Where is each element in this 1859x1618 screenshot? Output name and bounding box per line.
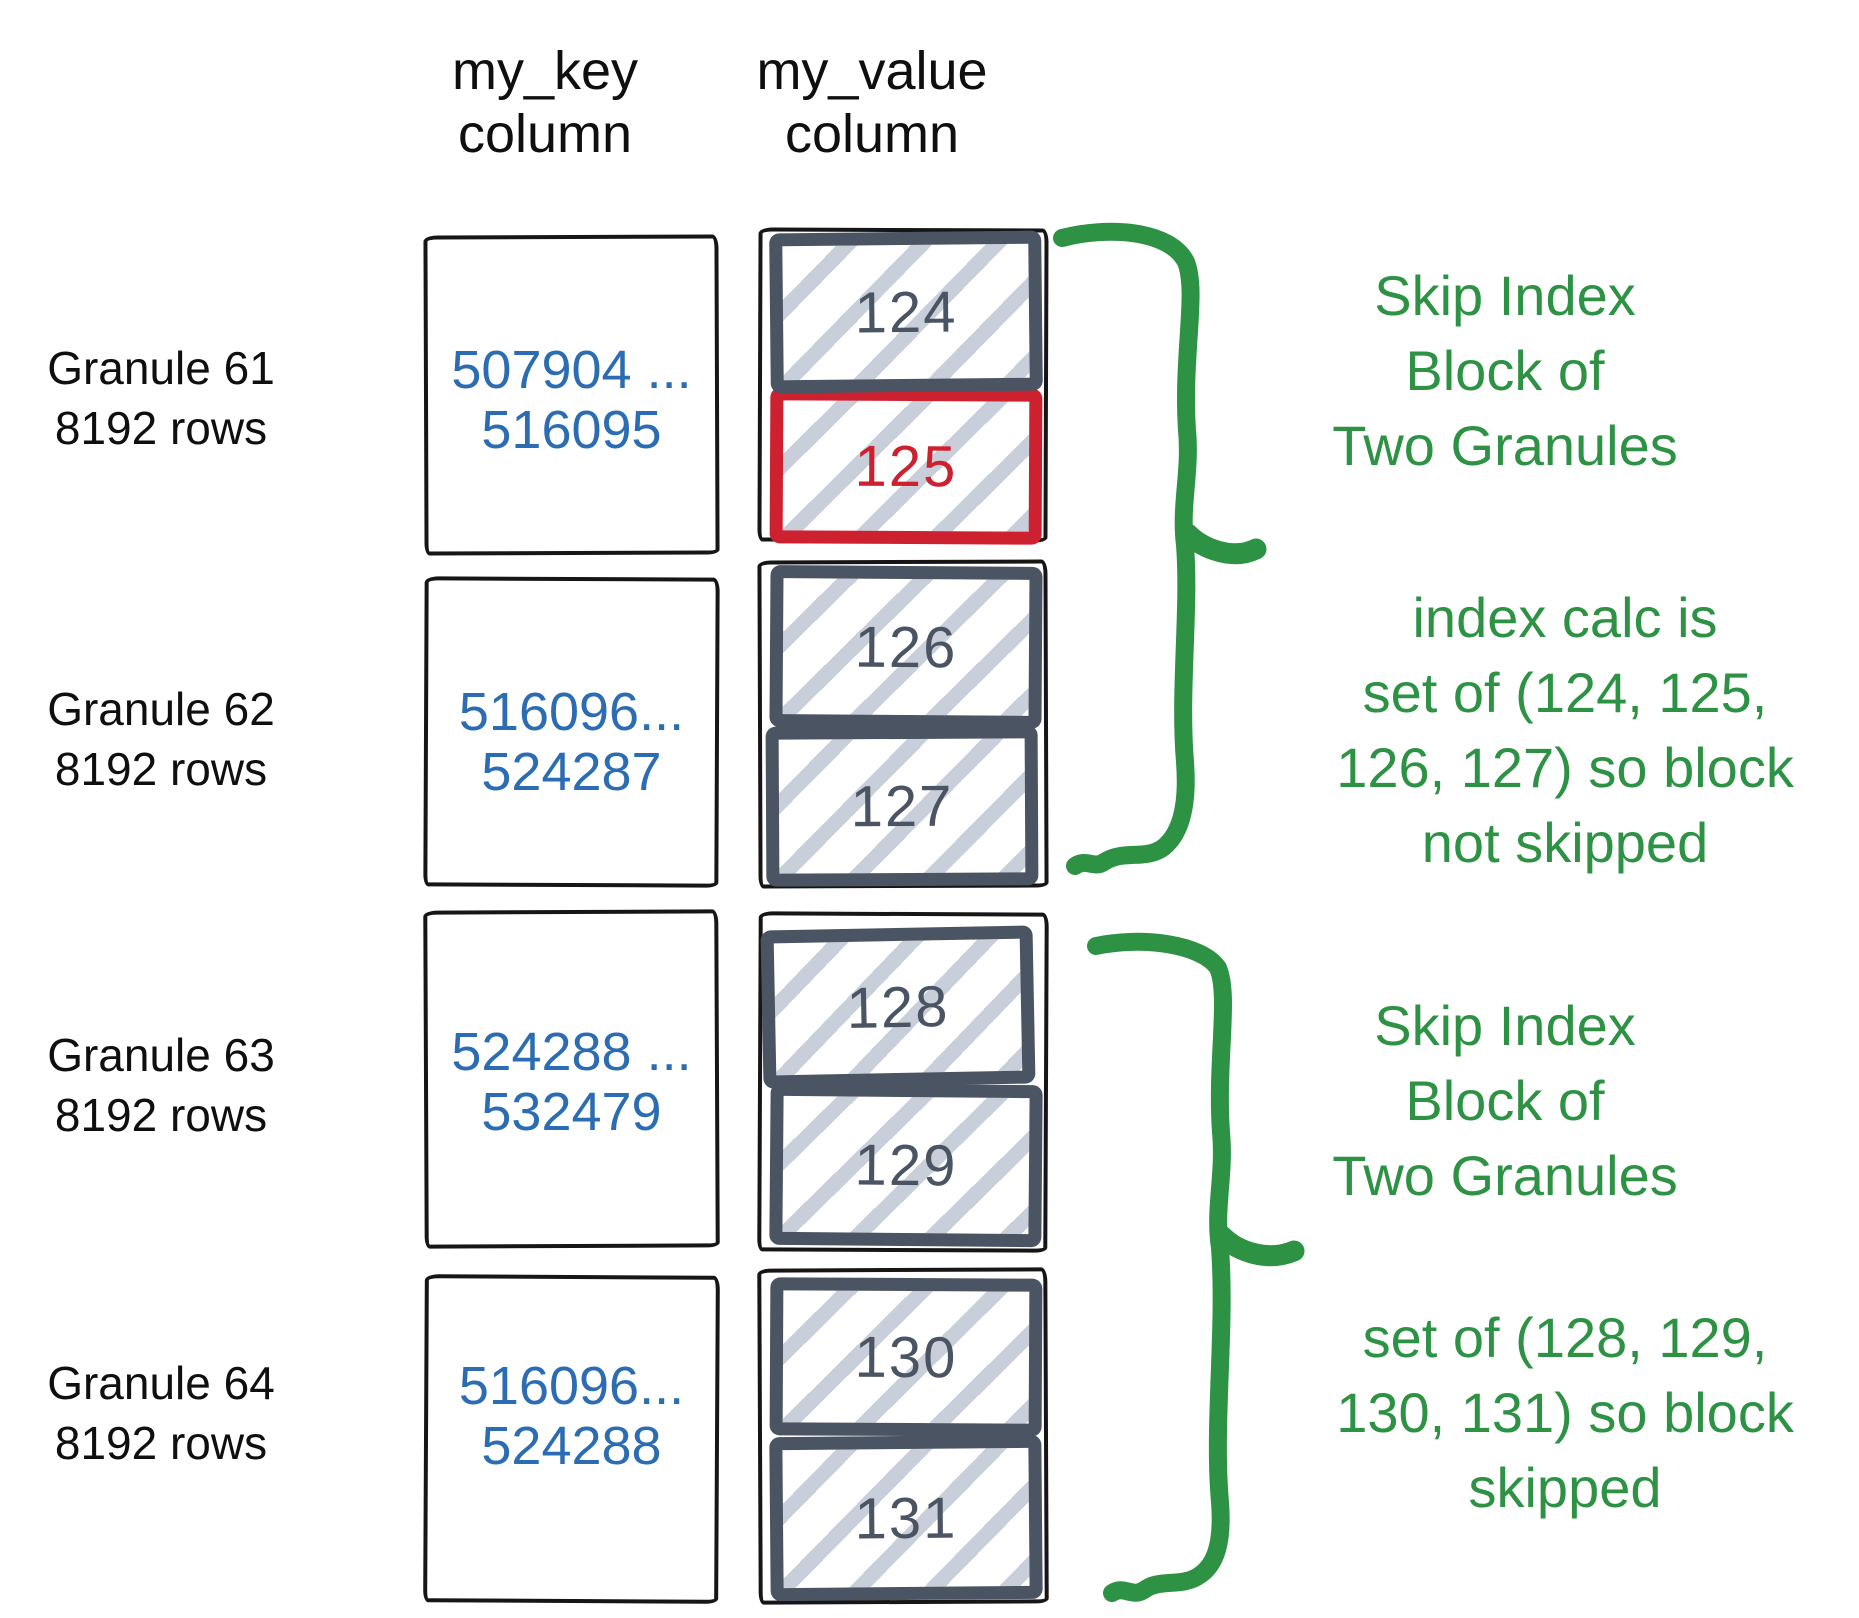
key-range-max: 524287 [481, 742, 662, 802]
annotation-line: skipped [1468, 1456, 1662, 1519]
key-column-header: my_key column [385, 40, 705, 166]
value-cell-number: 126 [854, 614, 958, 680]
annotation-line: Skip Index [1374, 264, 1636, 327]
value-block-127: 127 [765, 725, 1039, 887]
value-cell-number: 128 [845, 973, 951, 1041]
annotation-set-skipped: set of (128, 129, 130, 131) so block ski… [1215, 1300, 1859, 1525]
annotation-line: Two Granules [1332, 1144, 1678, 1207]
annotation-line: Skip Index [1374, 994, 1636, 1057]
annotation-line: 126, 127) so block [1336, 736, 1794, 799]
key-column-header-line2: column [457, 104, 633, 164]
key-column-header-line1: my_key [451, 41, 639, 101]
granule-63-rows: 8192 rows [54, 1089, 268, 1141]
value-block-124: 124 [769, 230, 1043, 394]
granule-64-label: Granule 64 8192 rows [18, 1353, 304, 1473]
value-block-130: 130 [769, 1277, 1043, 1437]
value-cell-number: 124 [854, 278, 958, 346]
granule-64-name: Granule 64 [47, 1357, 275, 1409]
granule-61-rows: 8192 rows [54, 402, 268, 454]
value-column-header-line1: my_value [756, 41, 988, 101]
skip-block-brace-bottom-pointer [1211, 1225, 1305, 1267]
key-range-granule-64: 516096... 524288 [424, 1356, 719, 1476]
granule-63-label: Granule 63 8192 rows [18, 1025, 304, 1145]
key-range-min: 524288 ... [451, 1022, 692, 1082]
value-cell-number: 131 [854, 1485, 958, 1551]
annotation-line: Block of [1405, 1069, 1605, 1132]
annotation-line: Block of [1405, 339, 1605, 402]
granule-62-rows: 8192 rows [54, 743, 268, 795]
annotation-line: set of (128, 129, [1362, 1306, 1768, 1369]
key-range-granule-61: 507904 ... 516095 [424, 340, 719, 460]
granule-61-name: Granule 61 [47, 342, 275, 394]
annotation-skip-block-1: Skip Index Block of Two Granules [1155, 258, 1855, 483]
annotation-index-calc-not-skipped: index calc is set of (124, 125, 126, 127… [1215, 580, 1859, 880]
skip-block-brace-top-pointer [1177, 523, 1267, 565]
value-cell-number: 127 [850, 773, 954, 839]
key-range-max: 532479 [481, 1082, 662, 1142]
granule-63-name: Granule 63 [47, 1029, 275, 1081]
granule-61-label: Granule 61 8192 rows [18, 338, 304, 458]
key-range-granule-62: 516096... 524287 [424, 682, 719, 802]
value-cell-number: 129 [854, 1132, 958, 1198]
annotation-line: index calc is [1412, 586, 1718, 649]
granule-64-rows: 8192 rows [54, 1417, 268, 1469]
key-range-min: 516096... [458, 1356, 685, 1416]
granule-62-label: Granule 62 8192 rows [18, 679, 304, 799]
value-cell-number: 130 [854, 1324, 958, 1390]
value-block-128: 128 [760, 925, 1036, 1089]
value-block-125-highlighted: 125 [769, 387, 1043, 545]
value-column-header-line2: column [784, 104, 960, 164]
granule-62-name: Granule 62 [47, 683, 275, 735]
key-range-max: 516095 [481, 400, 662, 460]
value-block-126: 126 [769, 565, 1043, 729]
annotation-line: not skipped [1421, 811, 1709, 874]
key-range-granule-63: 524288 ... 532479 [424, 1022, 719, 1142]
key-range-max: 524288 [481, 1416, 662, 1476]
key-range-min: 507904 ... [451, 340, 692, 400]
annotation-line: Two Granules [1332, 414, 1678, 477]
value-cell-number: 125 [854, 433, 958, 499]
value-block-129: 129 [769, 1082, 1043, 1248]
value-block-131: 131 [769, 1434, 1043, 1602]
annotation-skip-block-2: Skip Index Block of Two Granules [1155, 988, 1855, 1213]
annotation-line: 130, 131) so block [1336, 1381, 1794, 1444]
key-range-min: 516096... [458, 682, 685, 742]
annotation-line: set of (124, 125, [1362, 661, 1768, 724]
value-column-header: my_value column [712, 40, 1032, 166]
